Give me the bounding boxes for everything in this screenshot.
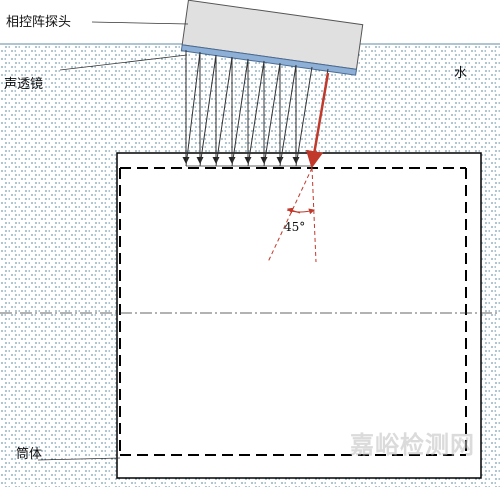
acoustic-lens (180, 44, 358, 76)
water-label: 水 (454, 66, 468, 81)
watermark: 嘉峪检测网 (350, 431, 475, 459)
cylinder-leader-line (37, 457, 121, 461)
cylinder-body (116, 152, 482, 479)
phased-array-probe (180, 0, 364, 76)
angle-label: 45° (284, 220, 306, 234)
normal-line-dashed (311, 167, 317, 263)
incident-beam-red (305, 72, 330, 169)
lens-leader-line (59, 54, 188, 71)
cylinder-label: 筒体 (16, 447, 43, 462)
refracted-beam-dashed (267, 167, 313, 263)
lens-label: 声透镜 (4, 77, 44, 92)
probe-label: 相控阵探头 (6, 15, 72, 30)
probe-leader-line (91, 21, 189, 25)
